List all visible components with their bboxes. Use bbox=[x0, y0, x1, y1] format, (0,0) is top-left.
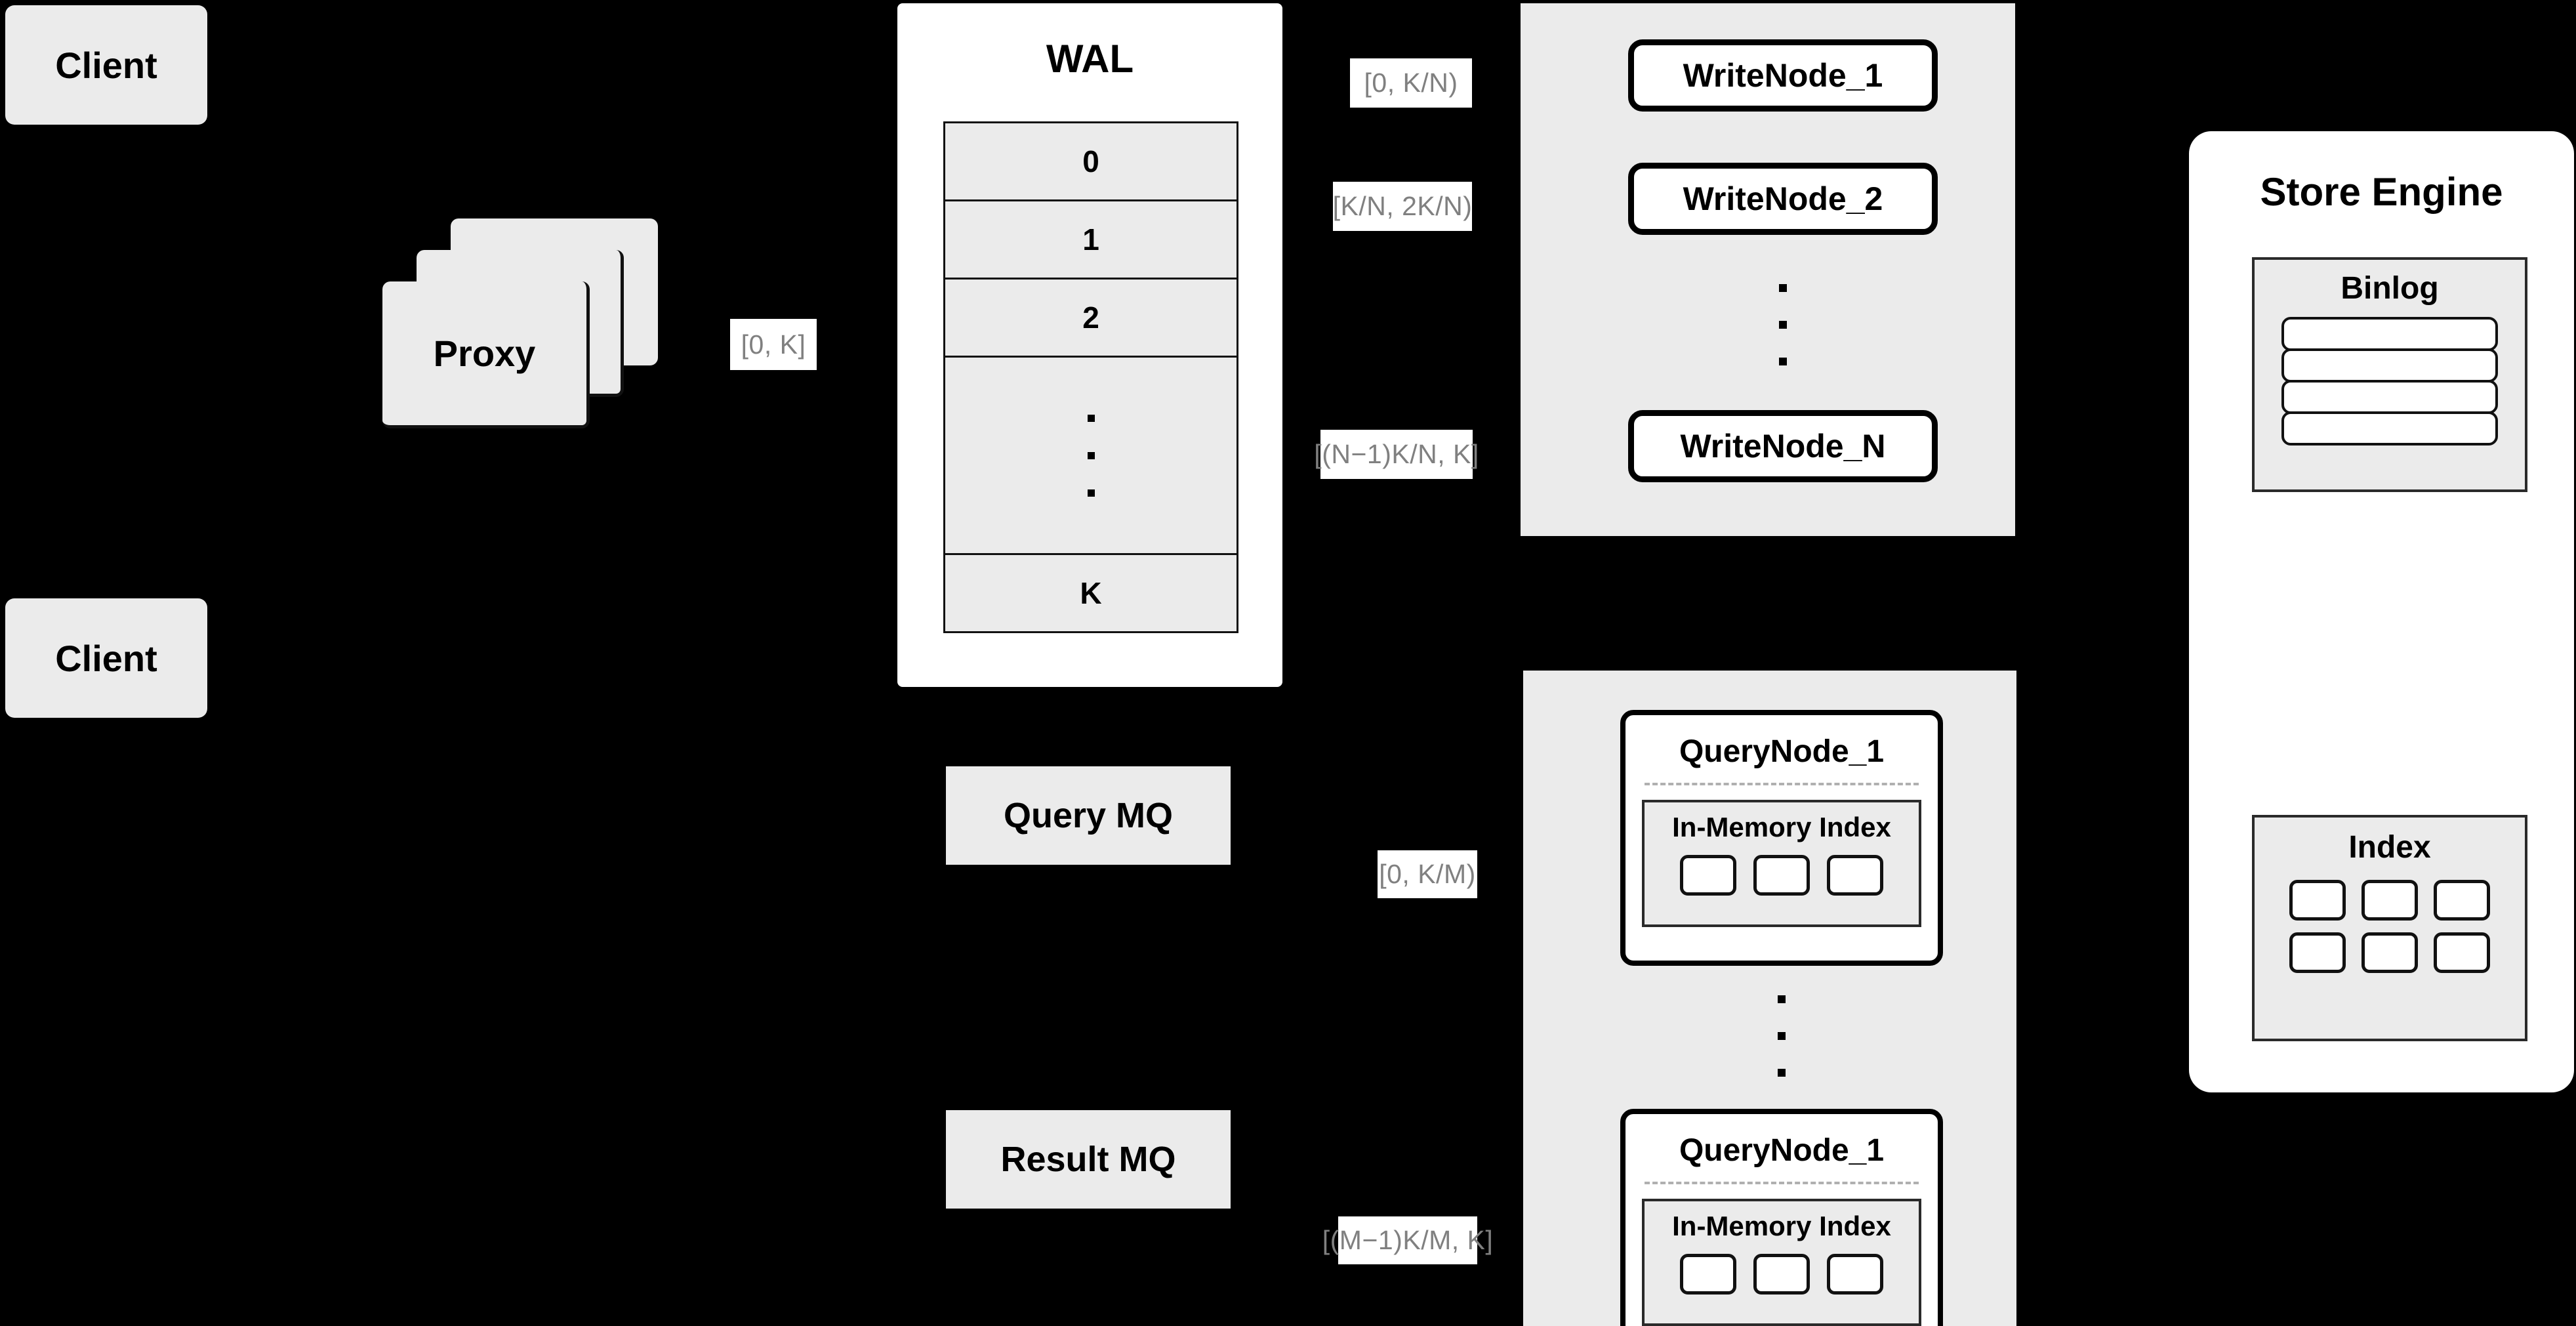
index-cell[interactable] bbox=[1680, 855, 1736, 896]
wal-row-ellipsis bbox=[945, 358, 1237, 555]
proxy-label: Proxy bbox=[433, 333, 536, 374]
result-mq-label: Result MQ bbox=[1000, 1140, 1176, 1179]
wal-row[interactable]: 2 bbox=[945, 280, 1237, 358]
in-memory-index-box-m: In-Memory Index bbox=[1641, 1199, 1922, 1326]
edge-label-query-m: [(M−1)K/M, K] bbox=[1322, 1216, 1493, 1264]
ellipsis-dot bbox=[1778, 1069, 1786, 1077]
querynode-divider bbox=[1644, 783, 1919, 785]
querynode-divider bbox=[1644, 1182, 1919, 1184]
ellipsis-dot bbox=[1779, 284, 1787, 292]
index-cell[interactable] bbox=[1680, 1254, 1736, 1295]
in-memory-index-box-1: In-Memory Index bbox=[1641, 800, 1922, 927]
edge-label-write-2: [K/N, 2K/N) bbox=[1333, 182, 1472, 231]
index-cell[interactable] bbox=[1827, 855, 1883, 896]
ellipsis-dot bbox=[1087, 451, 1095, 459]
writenode-ellipsis bbox=[1628, 272, 1938, 377]
edge-label-proxy-to-wal: [0, K] bbox=[730, 319, 817, 370]
edge-label-write-1: [0, K/N) bbox=[1350, 58, 1472, 108]
querynode-label-1: QueryNode_1 bbox=[1679, 734, 1885, 769]
binlog-title: Binlog bbox=[2341, 271, 2439, 306]
ellipsis-dot bbox=[1087, 489, 1095, 497]
ellipsis-dot bbox=[1778, 995, 1786, 1003]
store-engine-title: Store Engine bbox=[2260, 170, 2503, 214]
index-cell[interactable] bbox=[1753, 855, 1810, 896]
index-cell[interactable] bbox=[1827, 1254, 1883, 1295]
binlog-row[interactable] bbox=[2281, 317, 2498, 351]
query-cluster-container: QueryNode_1 In-Memory Index bbox=[1523, 671, 2016, 1326]
proxy-box[interactable]: Proxy bbox=[382, 281, 590, 428]
wal-row[interactable]: K bbox=[1080, 576, 1102, 610]
ellipsis-dot bbox=[1779, 358, 1787, 365]
client-label-1: Client bbox=[55, 44, 157, 86]
index-cell[interactable] bbox=[2361, 880, 2418, 921]
wal-panel: WAL 0 1 2 K bbox=[897, 3, 1282, 687]
writenode-box-2[interactable]: WriteNode_2 bbox=[1628, 163, 1938, 235]
wal-row[interactable]: 0 bbox=[945, 123, 1237, 201]
writenode-label-n: WriteNode_N bbox=[1680, 428, 1886, 465]
index-title: Index bbox=[2348, 830, 2431, 865]
binlog-row[interactable] bbox=[2281, 411, 2498, 445]
ellipsis-dot bbox=[1779, 321, 1787, 329]
binlog-row[interactable] bbox=[2281, 348, 2498, 383]
writenode-box-n[interactable]: WriteNode_N bbox=[1628, 410, 1938, 482]
edge-label-write-n: [(N−1)K/N, K] bbox=[1314, 430, 1479, 479]
proxy-stack[interactable]: Proxy bbox=[382, 218, 658, 428]
querynode-box-m[interactable]: QueryNode_1 In-Memory Index bbox=[1620, 1109, 1943, 1326]
store-engine-panel: Store Engine Binlog Index bbox=[2189, 131, 2574, 1092]
querynode-box-1[interactable]: QueryNode_1 In-Memory Index bbox=[1620, 710, 1943, 966]
result-mq-box[interactable]: Result MQ bbox=[946, 1110, 1231, 1209]
writenode-box-1[interactable]: WriteNode_1 bbox=[1628, 39, 1938, 112]
writenode-label-1: WriteNode_1 bbox=[1683, 57, 1883, 94]
edge-label-query-1: [0, K/M) bbox=[1378, 850, 1477, 898]
client-label-2: Client bbox=[55, 637, 157, 679]
index-cell[interactable] bbox=[2434, 932, 2490, 973]
binlog-row[interactable] bbox=[2281, 380, 2498, 414]
index-cell-grid bbox=[2289, 880, 2490, 973]
index-cell[interactable] bbox=[2289, 880, 2346, 921]
binlog-box: Binlog bbox=[2252, 257, 2527, 492]
index-cell[interactable] bbox=[2361, 932, 2418, 973]
query-mq-label: Query MQ bbox=[1003, 796, 1174, 835]
index-cell[interactable] bbox=[1753, 1254, 1810, 1295]
querynode-ellipsis bbox=[1620, 980, 1943, 1092]
wal-title: WAL bbox=[1046, 37, 1134, 81]
index-box: Index bbox=[2252, 815, 2527, 1041]
wal-row[interactable]: 1 bbox=[945, 201, 1237, 280]
query-mq-box[interactable]: Query MQ bbox=[946, 766, 1231, 865]
write-cluster-container: WriteNode_1 WriteNode_2 WriteNode_N bbox=[1521, 3, 2015, 536]
in-memory-index-title: In-Memory Index bbox=[1672, 812, 1891, 842]
client-box-2[interactable]: Client bbox=[5, 598, 207, 718]
index-cell[interactable] bbox=[2289, 932, 2346, 973]
in-memory-index-title: In-Memory Index bbox=[1672, 1211, 1891, 1241]
client-box-1[interactable]: Client bbox=[5, 5, 207, 125]
writenode-label-2: WriteNode_2 bbox=[1683, 180, 1883, 217]
wal-row-list: 0 1 2 K bbox=[943, 121, 1238, 633]
index-cell[interactable] bbox=[2434, 880, 2490, 921]
ellipsis-dot bbox=[1087, 414, 1095, 422]
querynode-label-m: QueryNode_1 bbox=[1679, 1133, 1885, 1168]
ellipsis-dot bbox=[1778, 1032, 1786, 1040]
